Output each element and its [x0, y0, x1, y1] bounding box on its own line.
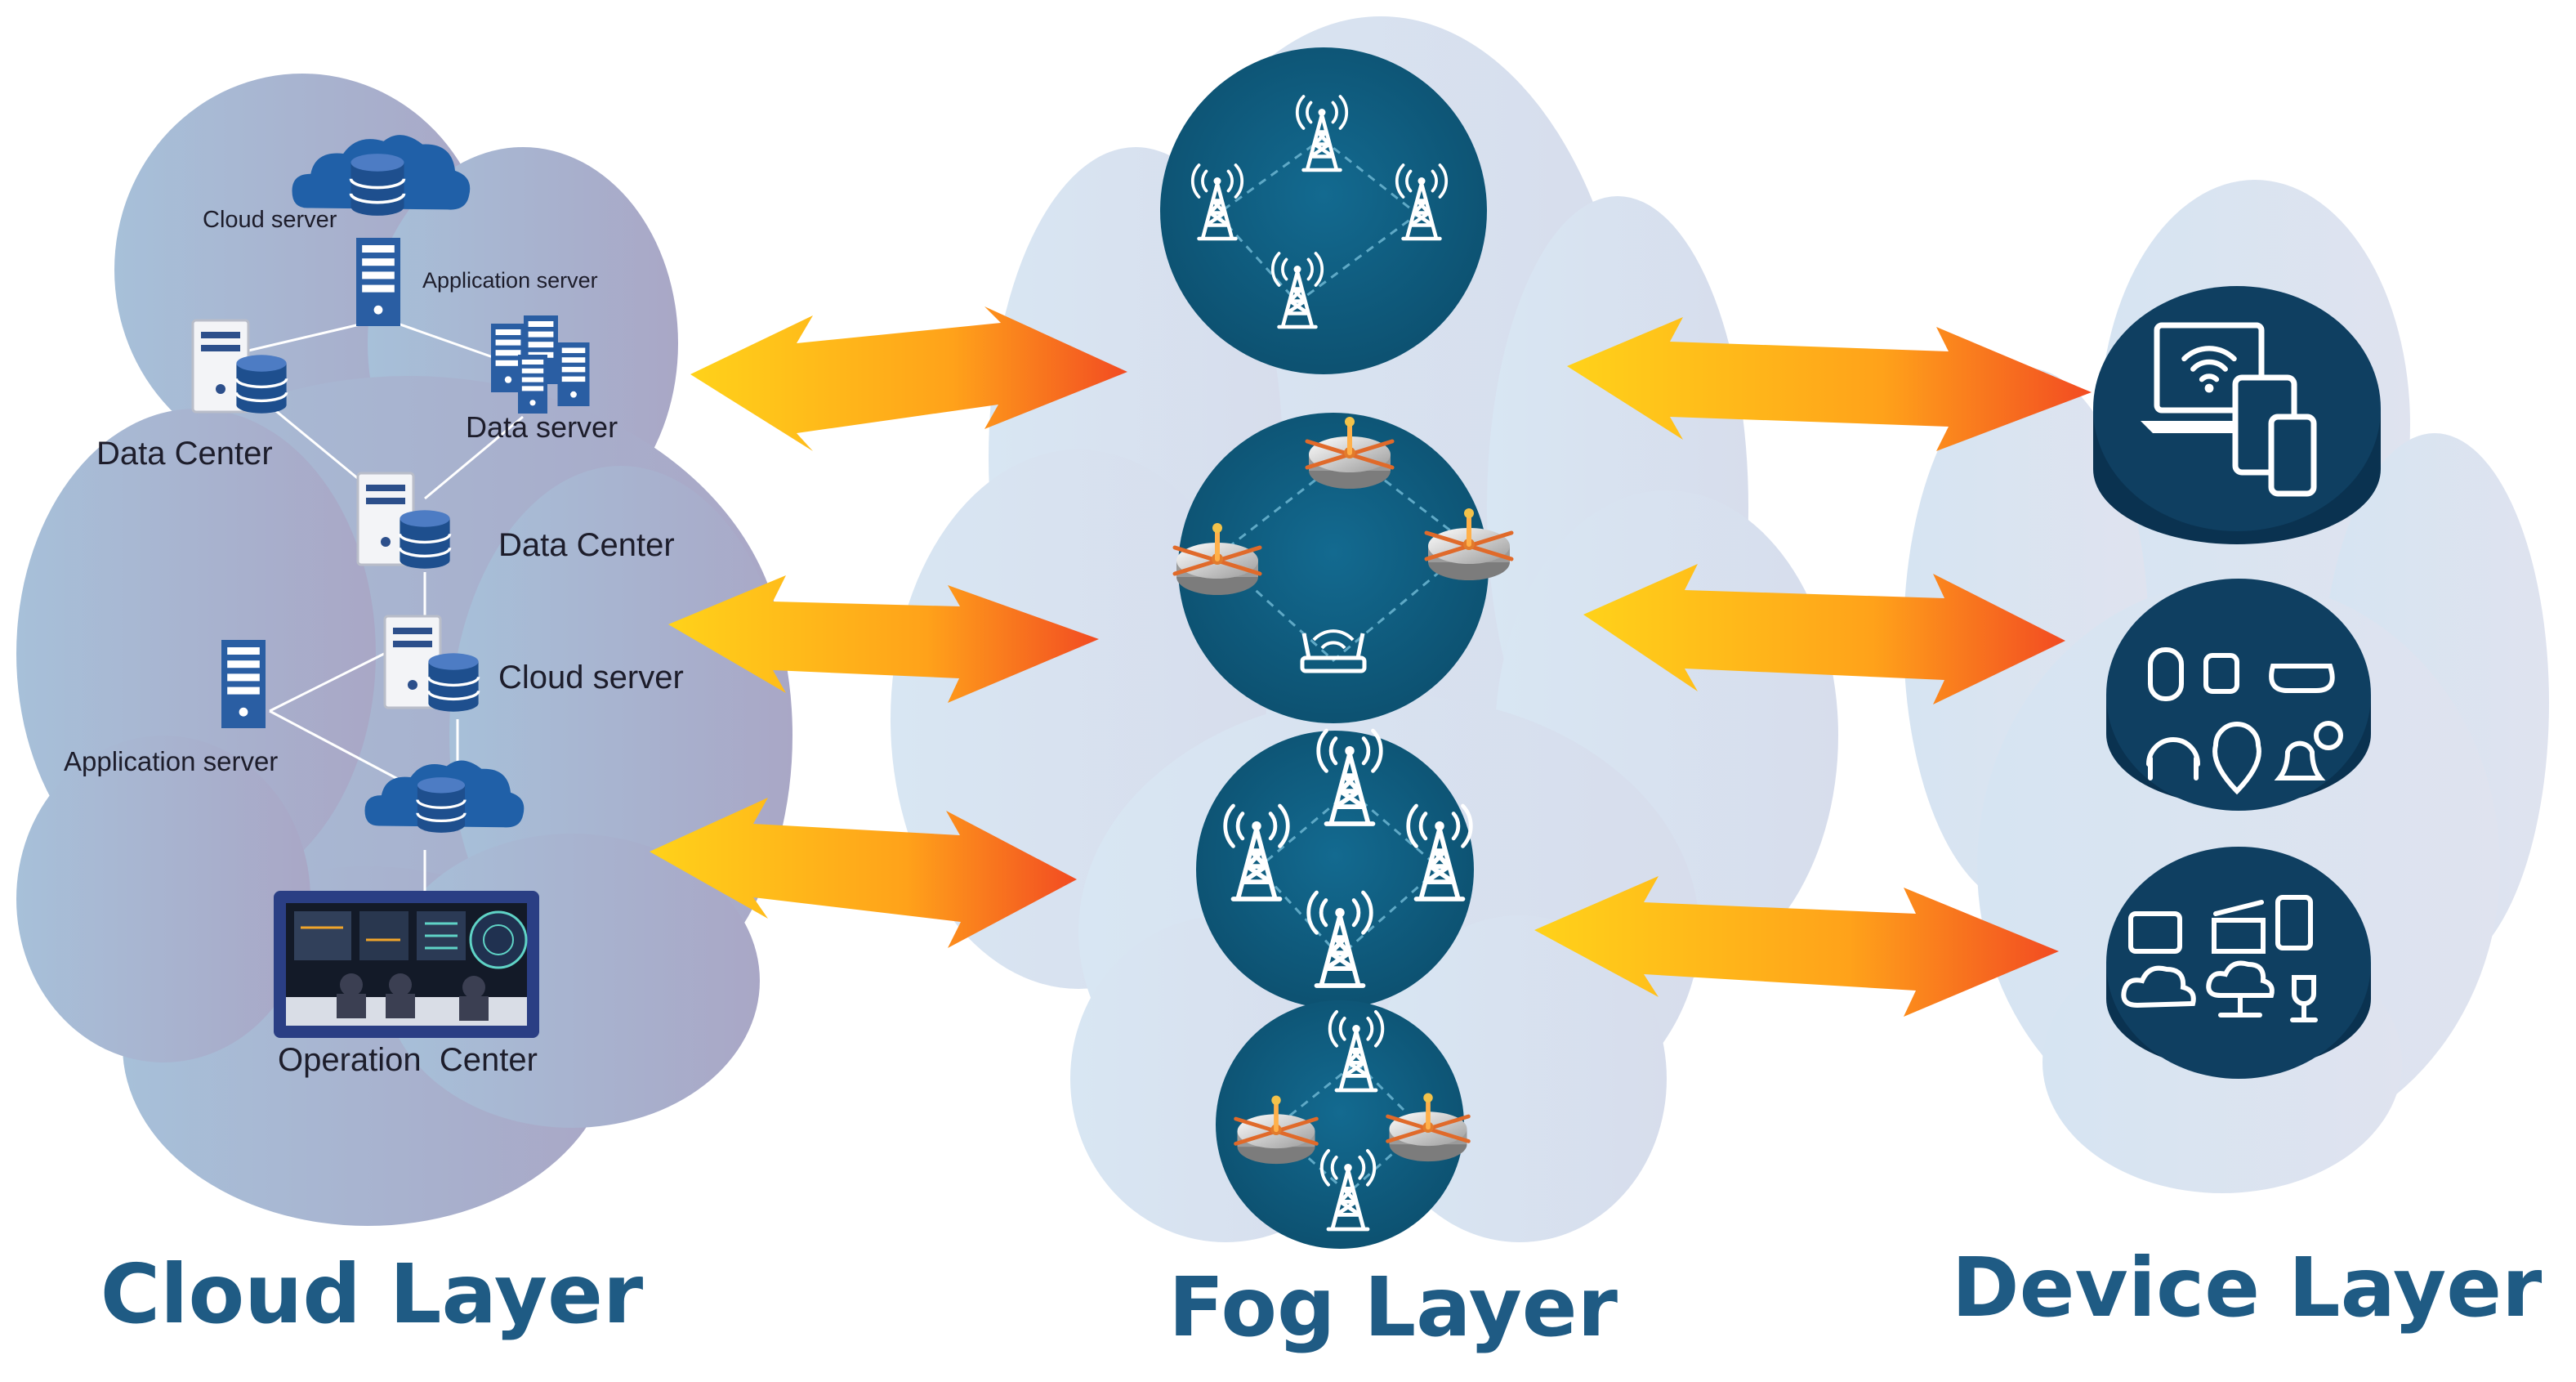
device-node-media	[2106, 847, 2371, 1079]
cloud-layer-background	[16, 74, 792, 1226]
label-cloud-server-top: Cloud server	[203, 207, 337, 233]
fog-node-4	[1216, 1000, 1468, 1249]
mouse-icon	[2148, 647, 2184, 701]
device-layer-title: Device Layer	[1952, 1240, 2543, 1335]
location-icon	[2212, 722, 2261, 795]
application-server-left-icon	[221, 640, 266, 728]
label-application-server-left: Application server	[64, 746, 278, 776]
data-center-mid-db-icon	[398, 508, 452, 570]
label-data-center-mid: Data Center	[498, 527, 675, 563]
arrow-fog-device-3	[1534, 876, 2059, 1017]
fog-node-3	[1196, 731, 1474, 1009]
arrow-cloud-fog-1	[690, 306, 1127, 451]
microphone-icon	[2290, 975, 2318, 1022]
fog-layer-title: Fog Layer	[1168, 1259, 1618, 1355]
device-node-wearables	[2106, 579, 2371, 811]
vr-headset-icon	[2269, 664, 2335, 693]
label-data-server: Data server	[466, 410, 618, 444]
cloud-download-icon	[2121, 965, 2196, 1009]
cloud-layer-network: Cloud server Application server Data Cen…	[64, 135, 684, 1078]
clapperboard-icon	[2212, 900, 2266, 954]
label-cloud-server-mid: Cloud server	[498, 660, 684, 695]
alarm-bell-icon	[2274, 740, 2326, 780]
alert-clock-icon	[2314, 721, 2343, 750]
application-server-top-icon	[356, 238, 400, 326]
music-player-icon	[2275, 895, 2313, 950]
cloud-layer-title: Cloud Layer	[100, 1246, 644, 1342]
arrow-cloud-fog-2	[668, 575, 1099, 703]
arrow-cloud-fog-3	[650, 798, 1077, 948]
arrow-fog-device-1	[1567, 317, 2092, 451]
wifi-router-icon	[1300, 629, 1367, 673]
phone-icon	[2268, 414, 2317, 497]
label-operation-center: Operation Center	[278, 1042, 538, 1078]
smartwatch-icon	[2203, 653, 2239, 694]
tv-icon	[2128, 911, 2182, 954]
data-center-left-db-icon	[234, 353, 288, 415]
cloud-network-icon	[2206, 960, 2275, 1017]
cloud-server-mid-db-icon	[426, 651, 480, 713]
arrow-fog-device-2	[1583, 564, 2065, 704]
fog-node-1	[1160, 47, 1487, 374]
operation-center-icon	[274, 891, 539, 1038]
fog-node-2	[1175, 413, 1511, 723]
headset-icon	[2146, 737, 2200, 780]
label-data-center-left: Data Center	[96, 436, 273, 472]
device-node-screens	[2093, 286, 2381, 544]
label-application-server-top: Application server	[422, 268, 598, 293]
